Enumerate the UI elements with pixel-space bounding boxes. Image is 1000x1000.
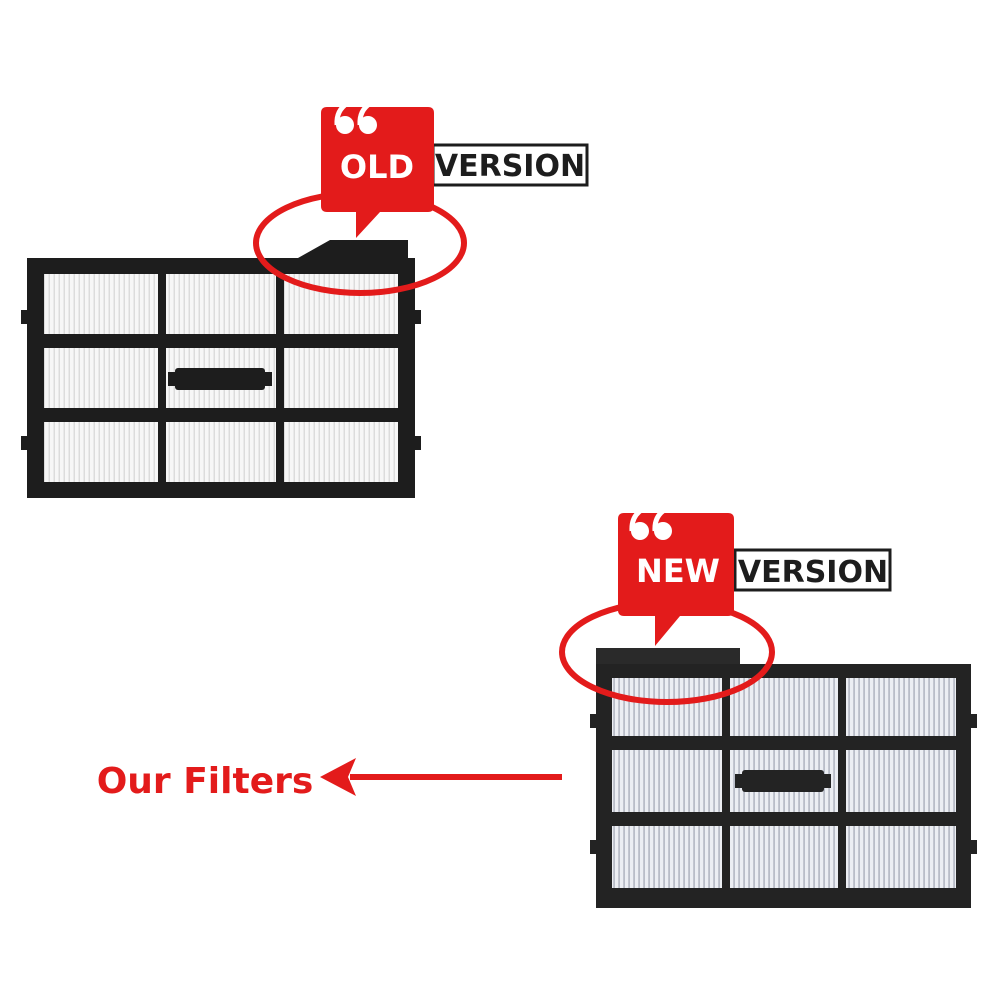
old-version-label: VERSION: [435, 149, 585, 184]
old-filter: [21, 240, 421, 498]
new-version-label-box: [733, 548, 892, 592]
new-filter: [590, 648, 977, 908]
our-filters-label: Our Filters: [97, 761, 314, 802]
new-version-badge: VERSION NEW: [618, 506, 892, 646]
old-version-badge: VERSION OLD: [321, 100, 589, 238]
new-version-label: VERSION: [738, 555, 888, 590]
left-arrow-icon: [320, 758, 562, 796]
quote-icon: [629, 506, 672, 540]
quote-icon: [334, 100, 377, 134]
old-version-label-box: [431, 143, 589, 187]
our-filters-callout: Our Filters: [97, 758, 562, 802]
old-label: OLD: [340, 148, 414, 186]
new-label: NEW: [636, 552, 720, 590]
new-speech-bubble: [618, 513, 734, 646]
new-filter-tab: [596, 648, 740, 668]
old-filter-tab: [298, 240, 408, 262]
old-speech-bubble: [321, 107, 434, 238]
